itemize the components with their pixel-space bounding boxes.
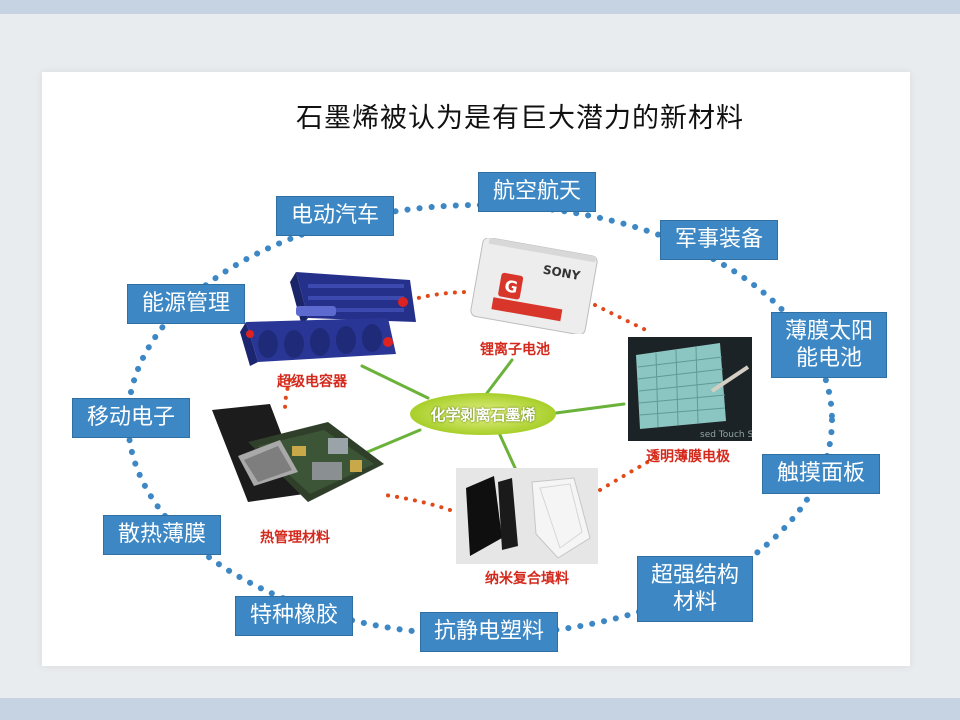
spoke-heatpipe <box>356 428 422 458</box>
label-nano-filler: 纳米复合填料 <box>485 571 569 587</box>
red-connector-battery <box>593 303 652 334</box>
label-mobile-electronics: 移动电子 <box>72 398 190 438</box>
red-connector-filler <box>383 493 452 512</box>
label-energy-management: 能源管理 <box>127 284 245 324</box>
label-special-rubber: 特种橡胶 <box>235 596 353 636</box>
touch-caption-text: sed Touch Sc <box>700 430 752 440</box>
label-heat-film: 散热薄膜 <box>103 515 221 555</box>
supercapacitor-image <box>240 272 416 366</box>
spoke-electrode <box>554 402 626 415</box>
transparent-electrode-image: sed Touch Sc <box>628 337 752 441</box>
slide-title: 石墨烯被认为是有巨大潜力的新材料 <box>296 103 744 134</box>
label-super-structure: 超强结构 材料 <box>637 556 753 622</box>
label-thin-film-solar: 薄膜太阳 能电池 <box>771 312 887 378</box>
lithium-battery-image: SONY G <box>470 238 598 334</box>
red-connectors <box>283 290 662 512</box>
spoke-filler <box>498 433 518 472</box>
label-touch-panel: 触摸面板 <box>762 454 880 494</box>
nano-filler-image <box>456 468 598 564</box>
red-connector-electrode <box>598 453 662 492</box>
label-lithium-battery: 锂离子电池 <box>480 342 550 358</box>
top-band <box>0 0 960 14</box>
spoke-battery <box>485 358 514 395</box>
label-transparent-electrode: 透明薄膜电极 <box>646 449 730 465</box>
label-supercapacitor: 超级电容器 <box>277 374 347 390</box>
label-electric-vehicle: 电动汽车 <box>276 196 394 236</box>
label-military: 军事装备 <box>660 220 778 260</box>
green-spokes <box>356 358 626 472</box>
center-graphene-node: 化学剥离石墨烯 <box>410 393 556 435</box>
label-aerospace: 航空航天 <box>478 172 596 212</box>
center-label: 化学剥离石墨烯 <box>430 405 536 424</box>
battery-g-logo: G <box>503 276 519 297</box>
red-connector-supercap <box>408 290 472 302</box>
red-connector-heatpipe <box>283 378 292 412</box>
label-heat-management: 热管理材料 <box>260 530 330 546</box>
heat-management-image <box>212 404 384 502</box>
label-antistatic-plastic: 抗静电塑料 <box>420 612 558 652</box>
bottom-band <box>0 698 960 720</box>
battery-brand-text: SONY <box>542 263 582 283</box>
spoke-supercap <box>360 364 430 400</box>
slide-card <box>42 72 910 666</box>
